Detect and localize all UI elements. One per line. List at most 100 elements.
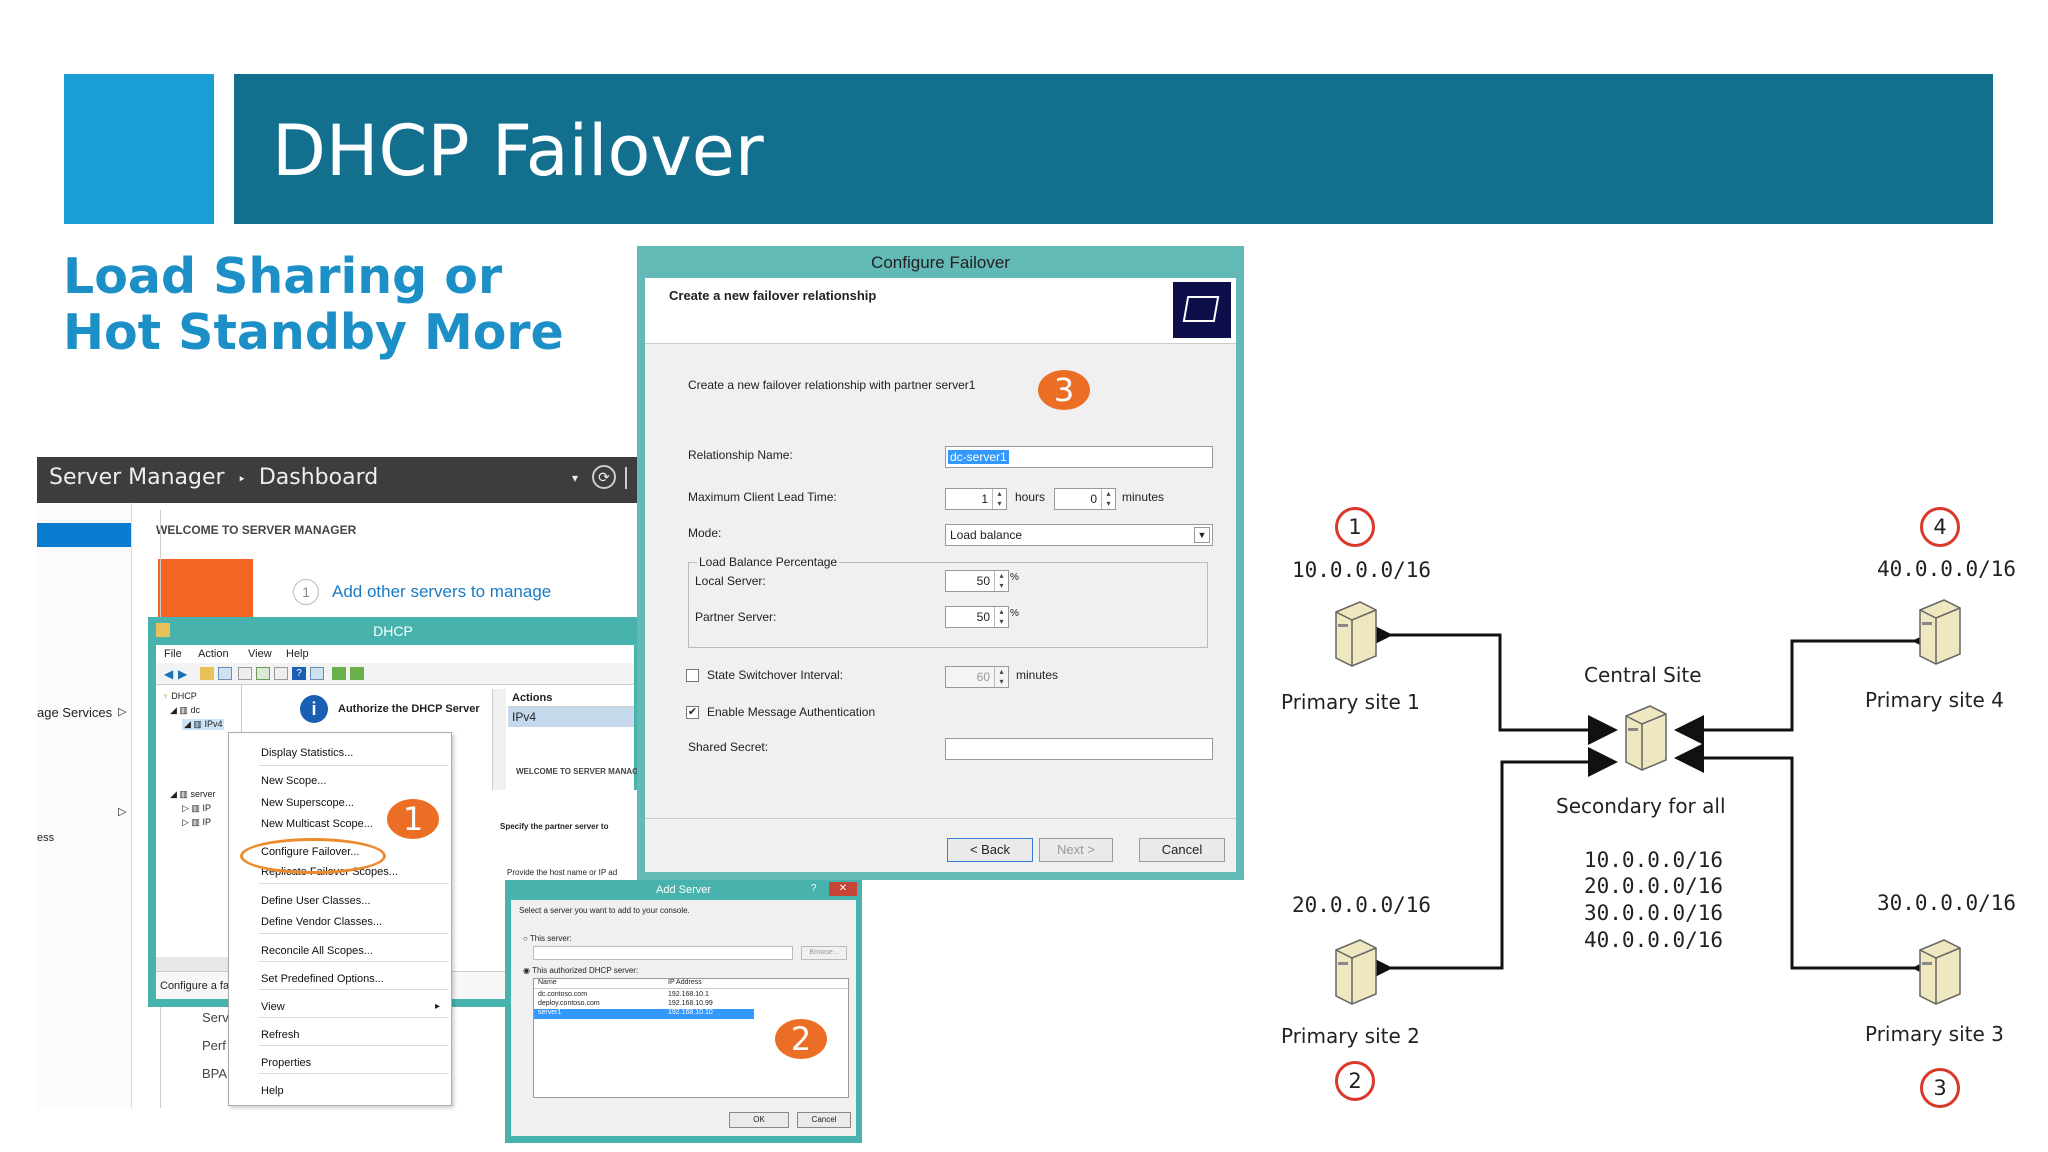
cancel-button[interactable]: Cancel <box>1139 838 1225 862</box>
menu-new-multicast-scope[interactable]: New Multicast Scope... <box>261 818 373 830</box>
menu-divider <box>259 1017 449 1018</box>
tree-node-ip[interactable]: ▷ ▥ IP <box>182 817 211 827</box>
authorize-heading: Authorize the DHCP Server <box>338 703 480 715</box>
spinner-icon[interactable]: ▴▾ <box>994 571 1008 591</box>
specify-partner-text: Specify the partner server to <box>500 822 609 831</box>
dropdown-arrow-icon[interactable]: ▼ <box>1194 527 1210 543</box>
sidebar-item-services[interactable]: age Services <box>37 705 113 720</box>
switchover-input[interactable]: 60 ▴▾ <box>945 666 1009 688</box>
refresh-icon[interactable] <box>256 667 270 680</box>
table-row[interactable]: dc.contoso.com 192.168.10.1 <box>538 991 709 998</box>
folders-icon <box>1182 296 1220 322</box>
mclt-minutes-input[interactable]: 0 ▴▾ <box>1054 488 1116 510</box>
cancel-button[interactable]: Cancel <box>797 1112 851 1128</box>
step-badge-1: 1 <box>387 799 439 839</box>
menu-define-user-classes[interactable]: Define User Classes... <box>261 895 371 907</box>
menu-refresh[interactable]: Refresh <box>261 1029 300 1041</box>
menu-view[interactable]: View <box>261 1001 285 1013</box>
central-subnet-4: 40.0.0.0/16 <box>1584 928 1724 952</box>
close-icon[interactable]: ✕ <box>829 882 857 896</box>
horizontal-scrollbar[interactable] <box>156 957 242 971</box>
radio-authorized[interactable]: ◉ This authorized DHCP server: <box>523 966 639 975</box>
help-icon[interactable]: ? <box>811 883 817 894</box>
partner-wizard-fragment: Specify the partner server to Provide th… <box>487 790 637 890</box>
step-number-circle: 1 <box>293 579 319 605</box>
server-icon-central <box>1625 705 1667 771</box>
menu-divider <box>259 883 449 884</box>
server-manager-titlebar: Server Manager ‣ Dashboard ▾ ⟳ <box>37 457 637 503</box>
relationship-name-input[interactable]: dc-server1 <box>945 446 1213 468</box>
site-4-label: Primary site 4 <box>1865 688 2004 712</box>
mode-select[interactable]: Load balance ▼ <box>945 524 1213 546</box>
server-icon-site-3 <box>1919 939 1961 1005</box>
menu-help[interactable]: Help <box>286 648 309 660</box>
menu-help[interactable]: Help <box>261 1085 284 1097</box>
sidebar-selected-item[interactable] <box>37 523 131 547</box>
site-number-2: 2 <box>1335 1061 1375 1101</box>
back-button[interactable]: < Back <box>947 838 1033 862</box>
folder-icon[interactable] <box>200 667 214 680</box>
col-name: Name <box>538 979 557 986</box>
ok-button[interactable]: OK <box>729 1112 789 1128</box>
spinner-icon[interactable]: ▴▾ <box>994 607 1008 627</box>
menu-define-vendor-classes[interactable]: Define Vendor Classes... <box>261 916 383 928</box>
sidebar-item-fragment[interactable]: ess <box>37 832 55 844</box>
spinner-icon[interactable]: ▴▾ <box>992 489 1006 509</box>
export-icon[interactable] <box>274 667 288 680</box>
menu-set-predefined-options[interactable]: Set Predefined Options... <box>261 973 384 985</box>
tree-node-dc[interactable]: ◢ ▥ dc <box>170 705 200 715</box>
table-row[interactable]: deploy.contoso.com 192.168.10.99 <box>538 1000 713 1007</box>
radio-this-server[interactable]: ○ This server: <box>523 934 572 943</box>
wizard-header: Create a new failover relationship <box>645 278 1236 344</box>
spinner-icon[interactable]: ▴▾ <box>1101 489 1115 509</box>
link-site-4 <box>1674 626 1942 745</box>
menu-new-superscope[interactable]: New Superscope... <box>261 797 354 809</box>
menu-view[interactable]: View <box>248 648 272 660</box>
menu-display-statistics[interactable]: Display Statistics... <box>261 747 354 759</box>
left-text-serv: Serv <box>202 1010 229 1025</box>
add-servers-link[interactable]: Add other servers to manage <box>332 582 552 601</box>
local-percent-input[interactable]: 50 ▴▾ <box>945 570 1009 592</box>
actions-ipv4[interactable]: IPv4 <box>508 707 634 727</box>
browse-button[interactable]: Browse... <box>801 946 847 960</box>
view-icon[interactable] <box>310 667 324 680</box>
this-server-input[interactable] <box>533 946 793 960</box>
table-row-selected[interactable]: server1 192.168.10.10 <box>534 1009 754 1019</box>
tree-node-ip[interactable]: ▷ ▥ IP <box>182 803 211 813</box>
menu-file[interactable]: File <box>164 648 182 660</box>
help-icon[interactable]: ? <box>292 667 306 680</box>
tree-node-server[interactable]: ◢ ▥ server <box>170 789 216 799</box>
tree-node-dhcp[interactable]: ♆ DHCP <box>162 691 197 701</box>
central-site-label: Central Site <box>1584 663 1702 687</box>
back-arrow-icon[interactable]: ◀ <box>164 667 174 681</box>
shared-secret-input[interactable] <box>945 738 1213 760</box>
mclt-hours-input[interactable]: 1 ▴▾ <box>945 488 1007 510</box>
actions-header: Actions <box>508 689 634 707</box>
switchover-checkbox[interactable] <box>686 669 699 682</box>
chevron-right-icon[interactable]: ▷ <box>118 806 127 818</box>
breadcrumb-dashboard[interactable]: Dashboard <box>258 465 379 490</box>
menu-action[interactable]: Action <box>198 648 229 660</box>
chevron-right-icon[interactable]: ▷ <box>118 706 127 718</box>
menu-reconcile-all-scopes[interactable]: Reconcile All Scopes... <box>261 945 373 957</box>
refresh-icon[interactable]: ⟳ <box>592 465 616 489</box>
auth-checkbox[interactable]: ✔ <box>686 706 699 719</box>
monitor-icon[interactable] <box>332 667 346 680</box>
hours-label: hours <box>1015 490 1046 504</box>
spinner-icon[interactable]: ▴▾ <box>994 667 1008 687</box>
minutes-label: minutes <box>1122 490 1165 504</box>
site-number-4: 4 <box>1920 507 1960 547</box>
tree-node-ipv4[interactable]: ◢ ▥ IPv4 <box>182 719 225 730</box>
partner-percent-input[interactable]: 50 ▴▾ <box>945 606 1009 628</box>
dropdown-arrow-icon[interactable]: ▾ <box>572 471 579 485</box>
console-tree-icon[interactable] <box>218 667 232 680</box>
server-icon[interactable] <box>350 667 364 680</box>
partner-server-label: Partner Server: <box>695 610 777 624</box>
menu-new-scope[interactable]: New Scope... <box>261 775 327 787</box>
next-button[interactable]: Next > <box>1039 838 1113 862</box>
server-manager-sidebar <box>37 503 132 1108</box>
menu-properties[interactable]: Properties <box>261 1057 312 1069</box>
properties-icon[interactable] <box>238 667 252 680</box>
percent-label: % <box>1010 572 1019 583</box>
forward-arrow-icon[interactable]: ▶ <box>178 667 188 681</box>
